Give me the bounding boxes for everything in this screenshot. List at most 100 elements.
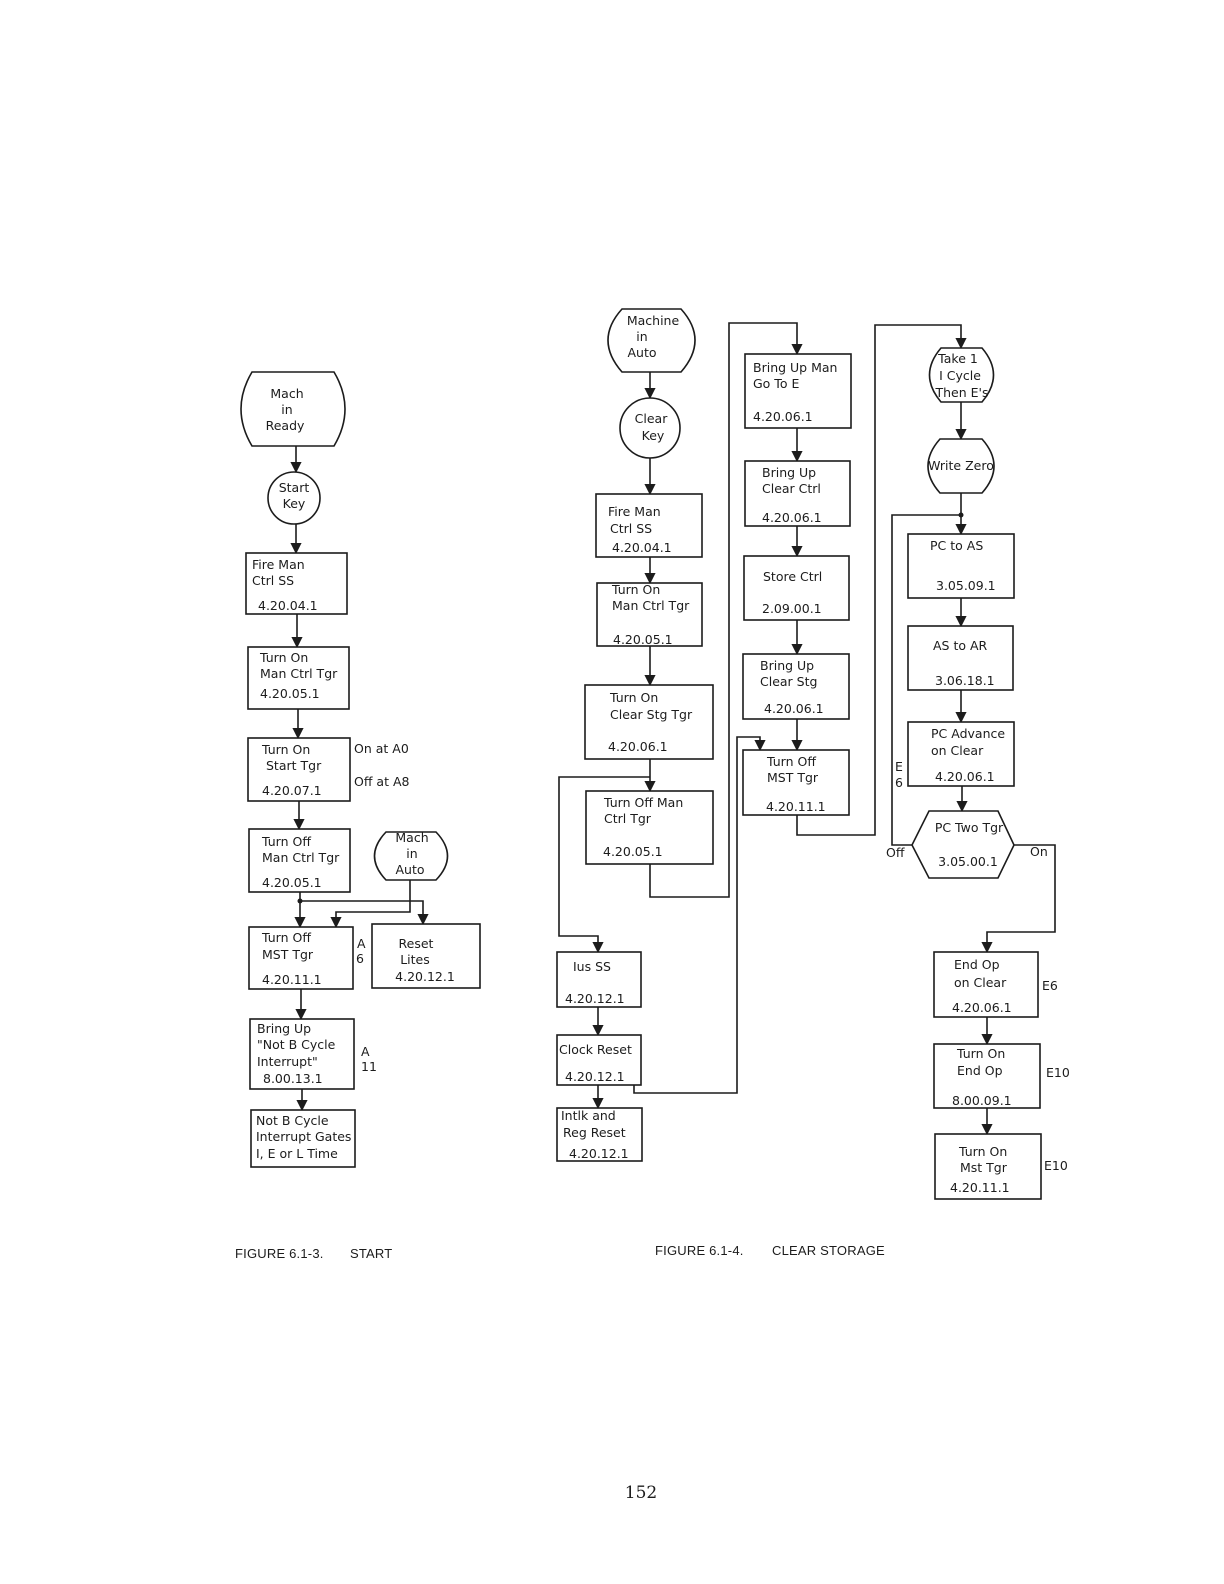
svg-text:Ctrl SS: Ctrl SS xyxy=(252,573,294,588)
timing-a11-number: 11 xyxy=(361,1059,377,1074)
not-b-gates-box: Not B Cycle Interrupt Gates I, E or L Ti… xyxy=(250,1109,356,1168)
svg-text:Intlk and: Intlk and xyxy=(561,1108,616,1123)
svg-text:4.20.05.1: 4.20.05.1 xyxy=(262,875,322,890)
intlk-reg-reset-box: Intlk and Reg Reset 4.20.12.1 xyxy=(556,1107,643,1162)
svg-text:4.20.12.1: 4.20.12.1 xyxy=(395,969,455,984)
clock-reset-box: Clock Reset 4.20.12.1 xyxy=(556,1034,642,1086)
svg-text:on Clear: on Clear xyxy=(954,975,1007,990)
turn-on-mst-box: Turn On Mst Tgr 4.20.11.1 xyxy=(934,1133,1042,1200)
svg-text:8.00.09.1: 8.00.09.1 xyxy=(952,1093,1012,1108)
svg-text:3.06.18.1: 3.06.18.1 xyxy=(935,673,995,688)
svg-text:Reset: Reset xyxy=(399,936,434,951)
svg-text:Clear Stg: Clear Stg xyxy=(760,674,817,689)
svg-text:on Clear: on Clear xyxy=(931,743,984,758)
svg-text:Clear Ctrl: Clear Ctrl xyxy=(762,481,821,496)
svg-text:4.20.12.1: 4.20.12.1 xyxy=(565,991,625,1006)
svg-text:4.20.11.1: 4.20.11.1 xyxy=(766,799,826,814)
svg-text:Man Ctrl Tgr: Man Ctrl Tgr xyxy=(612,598,690,613)
svg-text:4.20.04.1: 4.20.04.1 xyxy=(612,540,672,555)
clear-storage-flowchart: Machine in Auto Clear Key Fire Man Ctrl … xyxy=(556,308,1070,1200)
svg-text:4.20.05.1: 4.20.05.1 xyxy=(603,844,663,859)
svg-text:Man Ctrl Tgr: Man Ctrl Tgr xyxy=(262,850,340,865)
svg-text:AS to AR: AS to AR xyxy=(933,638,988,653)
svg-text:Ready: Ready xyxy=(266,418,305,433)
svg-text:Bring Up: Bring Up xyxy=(760,658,814,673)
svg-text:in: in xyxy=(636,329,647,344)
clear-key-circle: Clear Key xyxy=(619,397,681,459)
timing-a11-letter: A xyxy=(361,1044,370,1059)
svg-text:Turn On: Turn On xyxy=(261,742,310,757)
svg-text:3.05.09.1: 3.05.09.1 xyxy=(936,578,996,593)
svg-text:Turn Off Man: Turn Off Man xyxy=(603,795,683,810)
bring-up-not-b-box: Bring Up "Not B Cycle Interrupt" 8.00.13… xyxy=(249,1018,355,1090)
svg-text:End Op: End Op xyxy=(957,1063,1003,1078)
svg-text:Turn Off: Turn Off xyxy=(261,930,311,945)
turn-on-clear-stg-box: Turn On Clear Stg Tgr 4.20.06.1 xyxy=(584,684,714,760)
svg-text:4.20.06.1: 4.20.06.1 xyxy=(952,1000,1012,1015)
end-op-on-clear-box: End Op on Clear 4.20.06.1 xyxy=(933,951,1039,1018)
on-branch-label: On xyxy=(1030,844,1048,859)
svg-text:4.20.05.1: 4.20.05.1 xyxy=(260,686,320,701)
clear-connectors xyxy=(558,322,1056,1136)
store-ctrl-box: Store Ctrl 2.09.00.1 xyxy=(743,555,850,621)
svg-text:in: in xyxy=(281,402,292,417)
timing-e10-end-op-label: E10 xyxy=(1046,1065,1070,1080)
svg-text:Bring Up Man: Bring Up Man xyxy=(753,360,837,375)
turn-on-start-box: Turn On Start Tgr 4.20.07.1 xyxy=(247,737,351,802)
figure-6-1-4-title: CLEAR STORAGE xyxy=(772,1243,885,1258)
timing-e6-label: E6 xyxy=(1042,978,1058,993)
svg-text:Key: Key xyxy=(283,496,306,511)
figure-6-1-4-number: FIGURE 6.1-4. xyxy=(655,1243,744,1258)
svg-text:Then E's: Then E's xyxy=(935,385,989,400)
as-to-ar-box: AS to AR 3.06.18.1 xyxy=(907,625,1014,691)
svg-text:Interrupt": Interrupt" xyxy=(257,1054,318,1069)
svg-text:PC Two Tgr: PC Two Tgr xyxy=(935,820,1004,835)
timing-e6-side-letter: E xyxy=(895,759,903,774)
turn-off-man-ctrl-box: Turn Off Man Ctrl Tgr 4.20.05.1 xyxy=(248,828,351,893)
bring-up-man-go-to-e-box: Bring Up Man Go To E 4.20.06.1 xyxy=(744,353,852,429)
svg-text:PC to AS: PC to AS xyxy=(930,538,983,553)
fire-man-ctrl-box: Fire Man Ctrl SS 4.20.04.1 xyxy=(245,552,348,615)
svg-text:Bring Up: Bring Up xyxy=(257,1021,311,1036)
svg-text:Write Zero: Write Zero xyxy=(928,458,994,473)
svg-text:Turn Off: Turn Off xyxy=(766,754,816,769)
svg-text:Take 1: Take 1 xyxy=(937,351,978,366)
mach-in-auto-terminal: Mach in Auto xyxy=(373,830,449,881)
svg-text:Turn On: Turn On xyxy=(958,1144,1007,1159)
take-1-i-cycle-terminal: Take 1 I Cycle Then E's xyxy=(928,347,995,403)
svg-text:Start: Start xyxy=(279,480,310,495)
clear-turn-off-mst-box: Turn Off MST Tgr 4.20.11.1 xyxy=(742,749,850,816)
svg-text:4.20.05.1: 4.20.05.1 xyxy=(613,632,673,647)
page-number: 152 xyxy=(625,1483,657,1503)
svg-text:Turn On: Turn On xyxy=(956,1046,1005,1061)
figure-6-1-3-number: FIGURE 6.1-3. xyxy=(235,1246,324,1261)
svg-text:Turn On: Turn On xyxy=(259,650,308,665)
svg-text:4.20.06.1: 4.20.06.1 xyxy=(753,409,813,424)
svg-text:Turn Off: Turn Off xyxy=(261,834,311,849)
pc-to-as-box: PC to AS 3.05.09.1 xyxy=(907,533,1015,599)
svg-text:Start Tgr: Start Tgr xyxy=(266,758,322,773)
svg-text:End Op: End Op xyxy=(954,957,1000,972)
svg-text:Auto: Auto xyxy=(395,862,424,877)
clear-turn-on-man-ctrl-box: Turn On Man Ctrl Tgr 4.20.05.1 xyxy=(596,582,703,647)
svg-text:Ctrl SS: Ctrl SS xyxy=(610,521,652,536)
svg-text:in: in xyxy=(406,846,417,861)
svg-text:8.00.13.1: 8.00.13.1 xyxy=(263,1071,323,1086)
off-branch-label: Off xyxy=(886,845,905,860)
clear-turn-off-man-ctrl-box: Turn Off Man Ctrl Tgr 4.20.05.1 xyxy=(585,790,714,865)
clear-fire-man-ctrl-box: Fire Man Ctrl SS 4.20.04.1 xyxy=(595,493,703,558)
svg-text:MST Tgr: MST Tgr xyxy=(262,947,314,962)
turn-on-man-ctrl-box: Turn On Man Ctrl Tgr 4.20.05.1 xyxy=(247,646,350,710)
svg-text:"Not B Cycle: "Not B Cycle xyxy=(257,1037,336,1052)
mach-in-ready-terminal: Mach in Ready xyxy=(240,371,346,447)
start-key-circle: Start Key xyxy=(267,471,321,525)
svg-text:4.20.06.1: 4.20.06.1 xyxy=(608,739,668,754)
timing-a6-number: 6 xyxy=(356,951,364,966)
svg-text:Auto: Auto xyxy=(627,345,656,360)
svg-text:Fire Man: Fire Man xyxy=(608,504,661,519)
machine-in-auto-terminal: Machine in Auto xyxy=(607,308,696,373)
svg-text:Lites: Lites xyxy=(400,952,430,967)
timing-e10-mst-label: E10 xyxy=(1044,1158,1068,1173)
svg-text:MST Tgr: MST Tgr xyxy=(767,770,819,785)
